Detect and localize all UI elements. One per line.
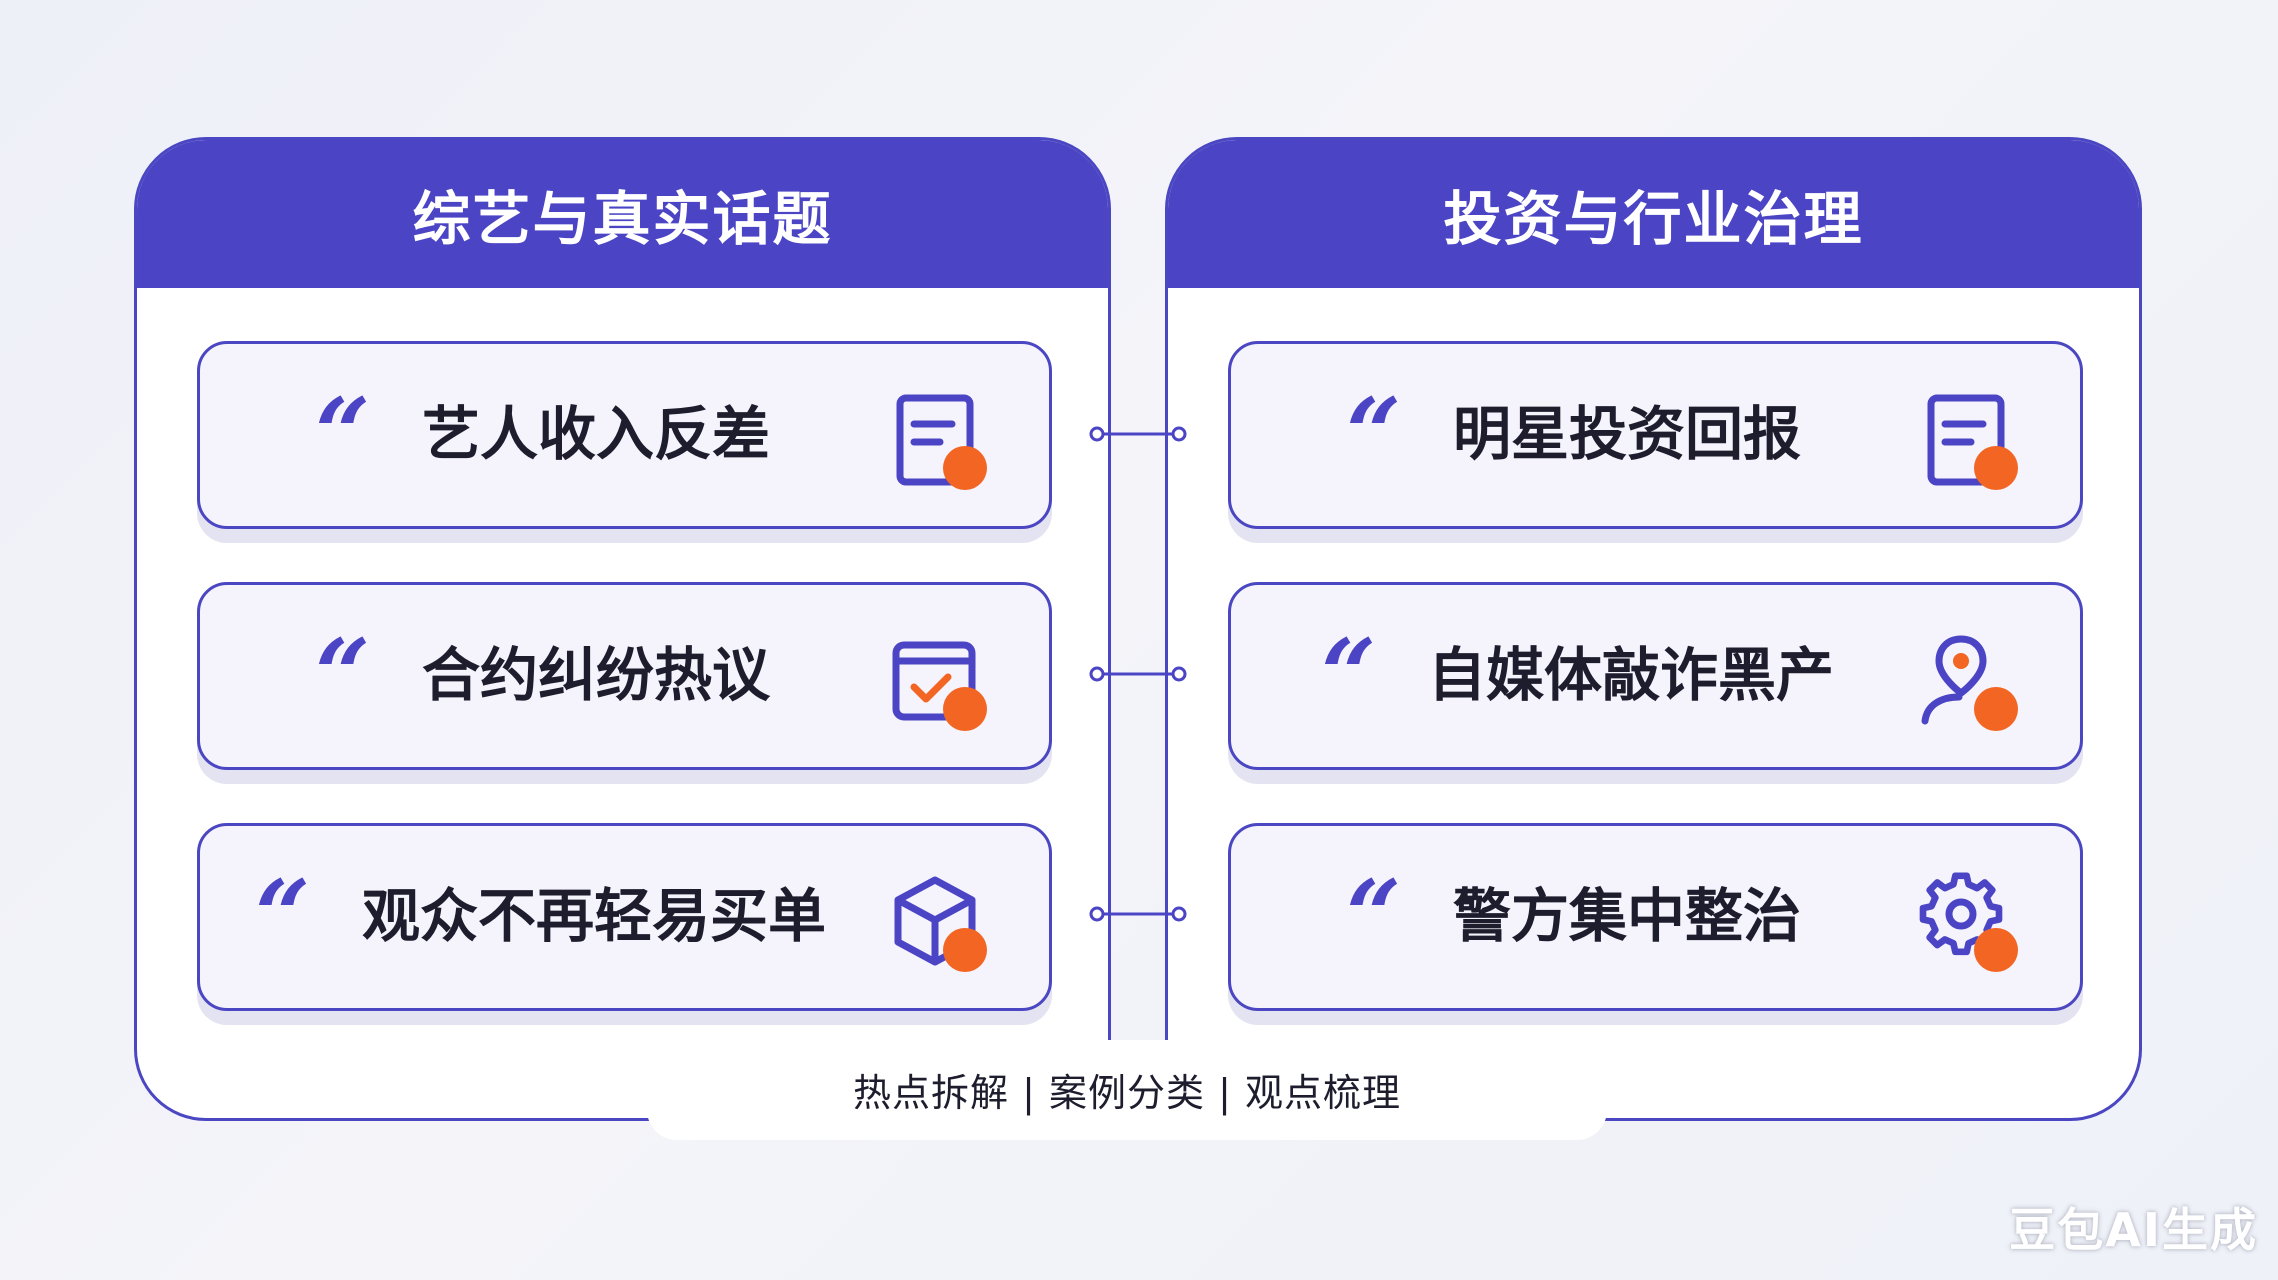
right-panel: 投资与行业治理 “ 明星投资回报 “ 自媒体敲诈黑产 “ 警方集中整治 bbox=[1165, 137, 2142, 1121]
calendar-check-icon bbox=[892, 641, 987, 731]
left-panel-title: 综艺与真实话题 bbox=[412, 185, 833, 253]
document-icon bbox=[896, 394, 987, 490]
gear-icon bbox=[1919, 872, 2018, 972]
topic-card-audience[interactable]: “ 观众不再轻易买单 bbox=[197, 823, 1052, 1011]
topic-card-label: 观众不再轻易买单 bbox=[362, 882, 827, 950]
left-panel-header: 综艺与真实话题 bbox=[137, 140, 1108, 288]
cube-icon bbox=[894, 876, 987, 972]
document-icon bbox=[1927, 394, 2018, 490]
left-panel: 综艺与真实话题 “ 艺人收入反差 “ 合约纠纷热议 “ 观众不再轻易买单 bbox=[134, 137, 1111, 1121]
quote-icon: “ bbox=[1346, 377, 1401, 490]
quote-icon: “ bbox=[255, 859, 310, 972]
topic-card-label: 明星投资回报 bbox=[1453, 400, 1802, 468]
connector-row-2 bbox=[1089, 666, 1187, 682]
quote-icon: “ bbox=[315, 618, 370, 731]
topic-card-star-investment[interactable]: “ 明星投资回报 bbox=[1228, 341, 2083, 529]
topic-card-media-extortion[interactable]: “ 自媒体敲诈黑产 bbox=[1228, 582, 2083, 770]
topic-card-contract-dispute[interactable]: “ 合约纠纷热议 bbox=[197, 582, 1052, 770]
connector-row-1 bbox=[1089, 426, 1187, 442]
topic-card-label: 艺人收入反差 bbox=[422, 400, 771, 468]
bottom-caption: 热点拆解 | 案例分类 | 观点梳理 bbox=[647, 1040, 1607, 1140]
watermark: 豆包AI生成 bbox=[2009, 1203, 2258, 1257]
connector-row-3 bbox=[1089, 906, 1187, 922]
right-panel-title: 投资与行业治理 bbox=[1443, 185, 1864, 253]
user-location-icon bbox=[1921, 635, 2018, 731]
topic-card-label: 自媒体敲诈黑产 bbox=[1428, 641, 1835, 709]
topic-card-artist-income[interactable]: “ 艺人收入反差 bbox=[197, 341, 1052, 529]
quote-icon: “ bbox=[1321, 618, 1376, 731]
topic-card-label: 警方集中整治 bbox=[1453, 882, 1802, 950]
topic-card-label: 合约纠纷热议 bbox=[422, 641, 771, 709]
quote-icon: “ bbox=[1346, 859, 1401, 972]
right-panel-header: 投资与行业治理 bbox=[1168, 140, 2139, 288]
topic-card-police-crackdown[interactable]: “ 警方集中整治 bbox=[1228, 823, 2083, 1011]
quote-icon: “ bbox=[315, 377, 370, 490]
